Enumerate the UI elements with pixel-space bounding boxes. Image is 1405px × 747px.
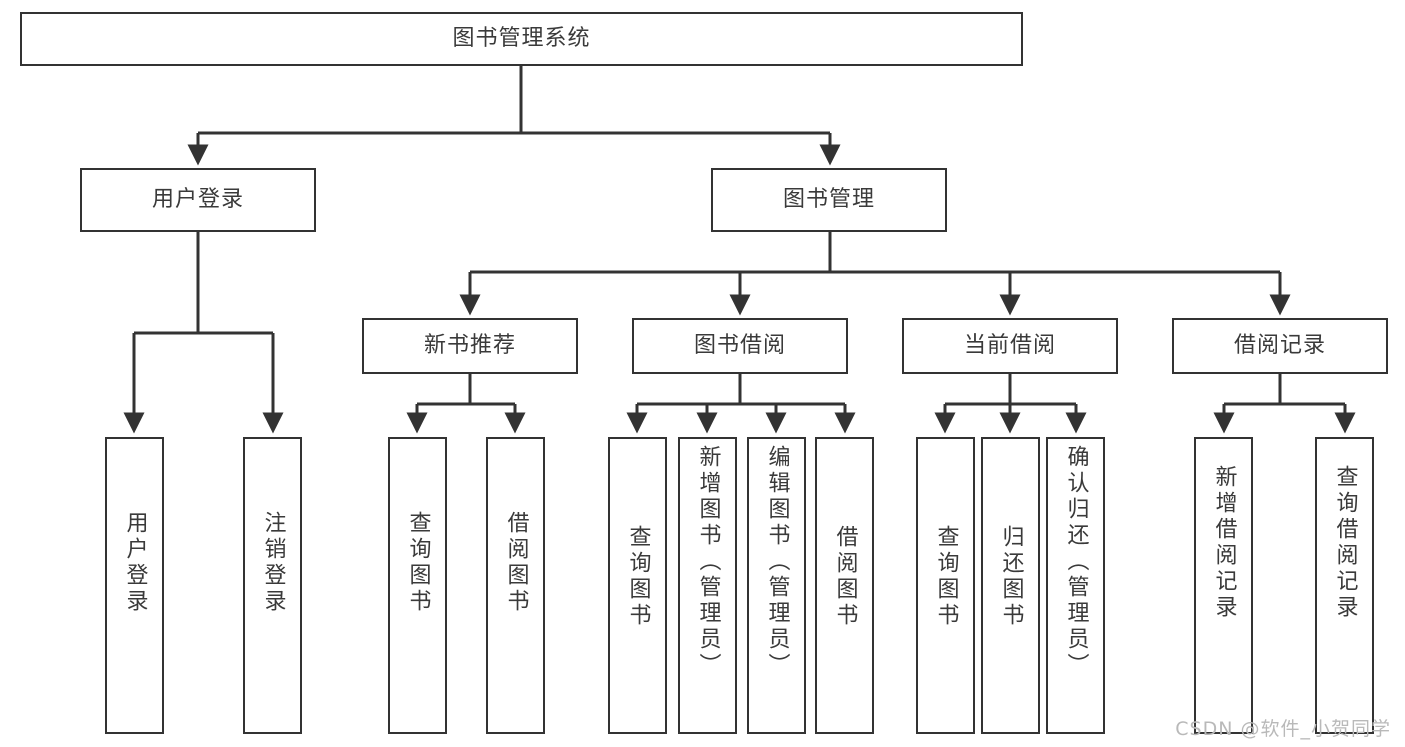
node-leaf-add-book[interactable]: 新增图书（管理员） (678, 437, 737, 734)
node-leaf-query-book-2-label: 查询图书 (625, 525, 651, 629)
node-leaf-edit-book-label: 编辑图书（管理员） (764, 445, 790, 679)
node-leaf-user-login-label: 用户登录 (122, 511, 148, 615)
node-leaf-confirm-return[interactable]: 确认归还（管理员） (1046, 437, 1105, 734)
node-leaf-add-record-label: 新增借阅记录 (1211, 465, 1237, 621)
node-root-label: 图书管理系统 (452, 26, 591, 52)
node-user-login[interactable]: 用户登录 (80, 168, 316, 232)
node-leaf-edit-book[interactable]: 编辑图书（管理员） (747, 437, 806, 734)
node-leaf-add-record[interactable]: 新增借阅记录 (1194, 437, 1253, 734)
node-book-manage[interactable]: 图书管理 (711, 168, 947, 232)
node-leaf-query-book-1[interactable]: 查询图书 (388, 437, 447, 734)
node-leaf-query-book-3-label: 查询图书 (933, 525, 959, 629)
node-leaf-return-book[interactable]: 归还图书 (981, 437, 1040, 734)
node-current-borrow[interactable]: 当前借阅 (902, 318, 1118, 374)
node-leaf-borrow-book-2-label: 借阅图书 (832, 525, 858, 629)
node-book-borrow-label: 图书借阅 (693, 333, 786, 359)
node-leaf-logout[interactable]: 注销登录 (243, 437, 302, 734)
node-leaf-borrow-book-1[interactable]: 借阅图书 (486, 437, 545, 734)
node-leaf-query-book-2[interactable]: 查询图书 (608, 437, 667, 734)
node-leaf-query-record[interactable]: 查询借阅记录 (1315, 437, 1374, 734)
node-leaf-confirm-return-label: 确认归还（管理员） (1063, 445, 1089, 679)
node-new-book-rec-label: 新书推荐 (423, 333, 516, 359)
node-leaf-borrow-book-1-label: 借阅图书 (503, 511, 529, 615)
node-new-book-rec[interactable]: 新书推荐 (362, 318, 578, 374)
node-leaf-query-book-3[interactable]: 查询图书 (916, 437, 975, 734)
node-book-borrow[interactable]: 图书借阅 (632, 318, 848, 374)
node-current-borrow-label: 当前借阅 (963, 333, 1056, 359)
node-root[interactable]: 图书管理系统 (20, 12, 1023, 66)
node-user-login-label: 用户登录 (151, 187, 244, 213)
node-borrow-record[interactable]: 借阅记录 (1172, 318, 1388, 374)
node-leaf-add-book-label: 新增图书（管理员） (695, 445, 721, 679)
node-leaf-user-login[interactable]: 用户登录 (105, 437, 164, 734)
node-borrow-record-label: 借阅记录 (1233, 333, 1326, 359)
node-book-manage-label: 图书管理 (782, 187, 875, 213)
node-leaf-return-book-label: 归还图书 (998, 525, 1024, 629)
node-leaf-query-book-1-label: 查询图书 (405, 511, 431, 615)
node-leaf-borrow-book-2[interactable]: 借阅图书 (815, 437, 874, 734)
node-leaf-query-record-label: 查询借阅记录 (1332, 465, 1358, 621)
node-leaf-logout-label: 注销登录 (260, 511, 286, 615)
